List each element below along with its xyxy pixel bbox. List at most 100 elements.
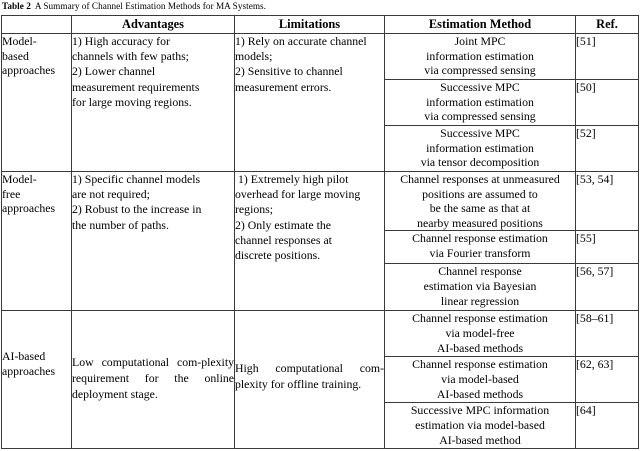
method-line: via compressed sensing [424,109,536,124]
ref-cell: [55] [575,230,639,265]
method-line: Channel responses at unmeasured [400,172,560,186]
method-line: Channel response estimation [412,311,548,326]
method-line: via Fourier transform [429,245,531,260]
header-estimation-method: Estimation Method [384,15,576,34]
header-limitations: Limitations [234,15,385,34]
table-row: Channel response estimation via Bayesian… [2,263,639,312]
limitations-cell-ai-based: High computational com-plexity for offli… [234,310,385,450]
method-line: Successive MPC [440,80,520,94]
method-line: estimation via Bayesian [423,278,537,293]
method-line: positions are assumed to [422,186,538,201]
estimation-method-cell: Channel response estimation via model-ba… [384,356,576,404]
method-line: linear regression [440,293,520,308]
method-line: information estimation [426,140,534,155]
advantages-line: 1) Specific channel models [72,172,201,186]
method-line: estimation via model-based [415,417,545,432]
limitations-text: High computational com-plexity for offli… [235,361,384,391]
advantages-line: the number of paths. [72,217,169,232]
header-advantages: Advantages [71,15,235,34]
advantages-line: 1) High accuracy for [72,34,170,48]
estimation-method-cell: Channel response estimation via model-fr… [384,310,576,358]
ref-cell: [52] [575,125,639,172]
header-ref: Ref. [575,15,639,34]
limitations-line: 2) Only estimate the [235,217,331,232]
channel-estimation-table: Advantages Limitations Estimation Method… [1,15,639,450]
table-header-row: Advantages Limitations Estimation Method… [1,15,639,34]
method-line: Successive MPC information [410,403,550,418]
method-line: via model-based [441,371,519,386]
limitations-cell-model-free: 1) Extremely high pilot overhead for lar… [234,170,385,312]
ref-cell: [53, 54] [575,170,639,232]
method-line: Channel response estimation [412,357,548,372]
method-line: via compressed sensing [424,63,536,78]
ref-cell: [56, 57] [575,263,639,312]
ref-cell: [58–61] [575,310,639,358]
category-line: approaches [2,363,56,378]
ref-cell: [50] [575,79,639,126]
limitations-line: 2) Sensitive to channel [235,64,343,79]
header-category [1,15,72,34]
limitations-line: measurement errors. [235,79,332,94]
category-line: approaches [2,201,56,215]
category-line: approaches [2,63,56,77]
caption-text: A Summary of Channel Estimation Methods … [34,1,267,11]
method-line: AI-based method [439,432,521,447]
advantages-line: 2) Lower channel [72,64,156,79]
method-line: be the same as that at [429,201,531,216]
category-cell-model-based: Model- based approaches [1,33,72,172]
limitations-line: channel responses at [235,232,332,247]
method-line: AI-based methods [436,340,524,355]
category-line: Model- [2,34,37,48]
advantages-line: 2) Robust to the increase in [72,202,202,217]
method-line: Successive MPC [440,126,520,140]
advantages-line: measurement requirements [72,79,200,94]
table-row: Successive MPC information estimation vi… [2,402,639,450]
estimation-method-cell: Channel response estimation via Bayesian… [384,263,576,312]
method-line: Channel response [438,264,522,279]
method-line: AI-based methods [436,386,524,401]
limitations-line: 1) Extremely high pilot [235,172,349,186]
estimation-method-cell: Channel responses at unmeasured position… [384,170,576,232]
method-line: via tensor decomposition [420,155,540,170]
advantages-text: Low computational com-plexity requiremen… [72,355,234,401]
method-line: Channel response estimation [412,231,548,246]
category-line: based [2,48,29,63]
advantages-line: channels with few paths; [72,49,189,64]
method-line: information estimation [426,94,534,109]
category-line: AI-based [2,349,46,364]
estimation-method-cell: Successive MPC information estimation vi… [384,125,576,172]
estimation-method-cell: Joint MPC information estimation via com… [384,33,576,80]
limitations-line: regions; [235,202,274,217]
table-row: Model- free approaches 1) Specific chann… [1,170,639,312]
advantages-cell-model-based: 1) High accuracy for channels with few p… [71,33,235,172]
ref-cell: [64] [575,402,639,450]
category-line: free [2,186,21,201]
method-line: via model-free [445,325,515,340]
limitations-line: 1) Rely on accurate channel [235,34,367,48]
limitations-line: discrete positions. [235,248,321,263]
category-cell-model-free: Model- free approaches [1,170,72,312]
method-line: Joint MPC [454,34,506,48]
method-line: information estimation [426,48,534,63]
category-cell-ai-based: AI-based approaches [1,310,72,450]
estimation-method-cell: Channel response estimation via Fourier … [384,230,576,265]
category-line: Model- [2,172,37,186]
table-row: Model- based approaches 1) High accuracy… [1,33,639,172]
estimation-method-cell: Successive MPC information estimation vi… [384,402,576,450]
advantages-line: are not required; [72,187,150,202]
table-row: Channel response estimation via Fourier … [2,230,639,265]
method-line: nearby measured positions [417,215,543,230]
table-row: AI-based approaches Low computational co… [1,310,639,450]
table-row: Successive MPC information estimation vi… [2,79,639,126]
ref-cell: [51] [575,33,639,80]
estimation-method-cell: Successive MPC information estimation vi… [384,79,576,126]
table-row: Successive MPC information estimation vi… [2,125,639,172]
limitations-line: overhead for large moving [235,187,361,202]
limitations-cell-model-based: 1) Rely on accurate channel models; 2) S… [234,33,385,172]
advantages-cell-ai-based: Low computational com-plexity requiremen… [71,310,235,450]
caption-label: Table 2 [2,1,31,11]
limitations-line: models; [235,49,273,64]
ref-cell: [62, 63] [575,356,639,404]
